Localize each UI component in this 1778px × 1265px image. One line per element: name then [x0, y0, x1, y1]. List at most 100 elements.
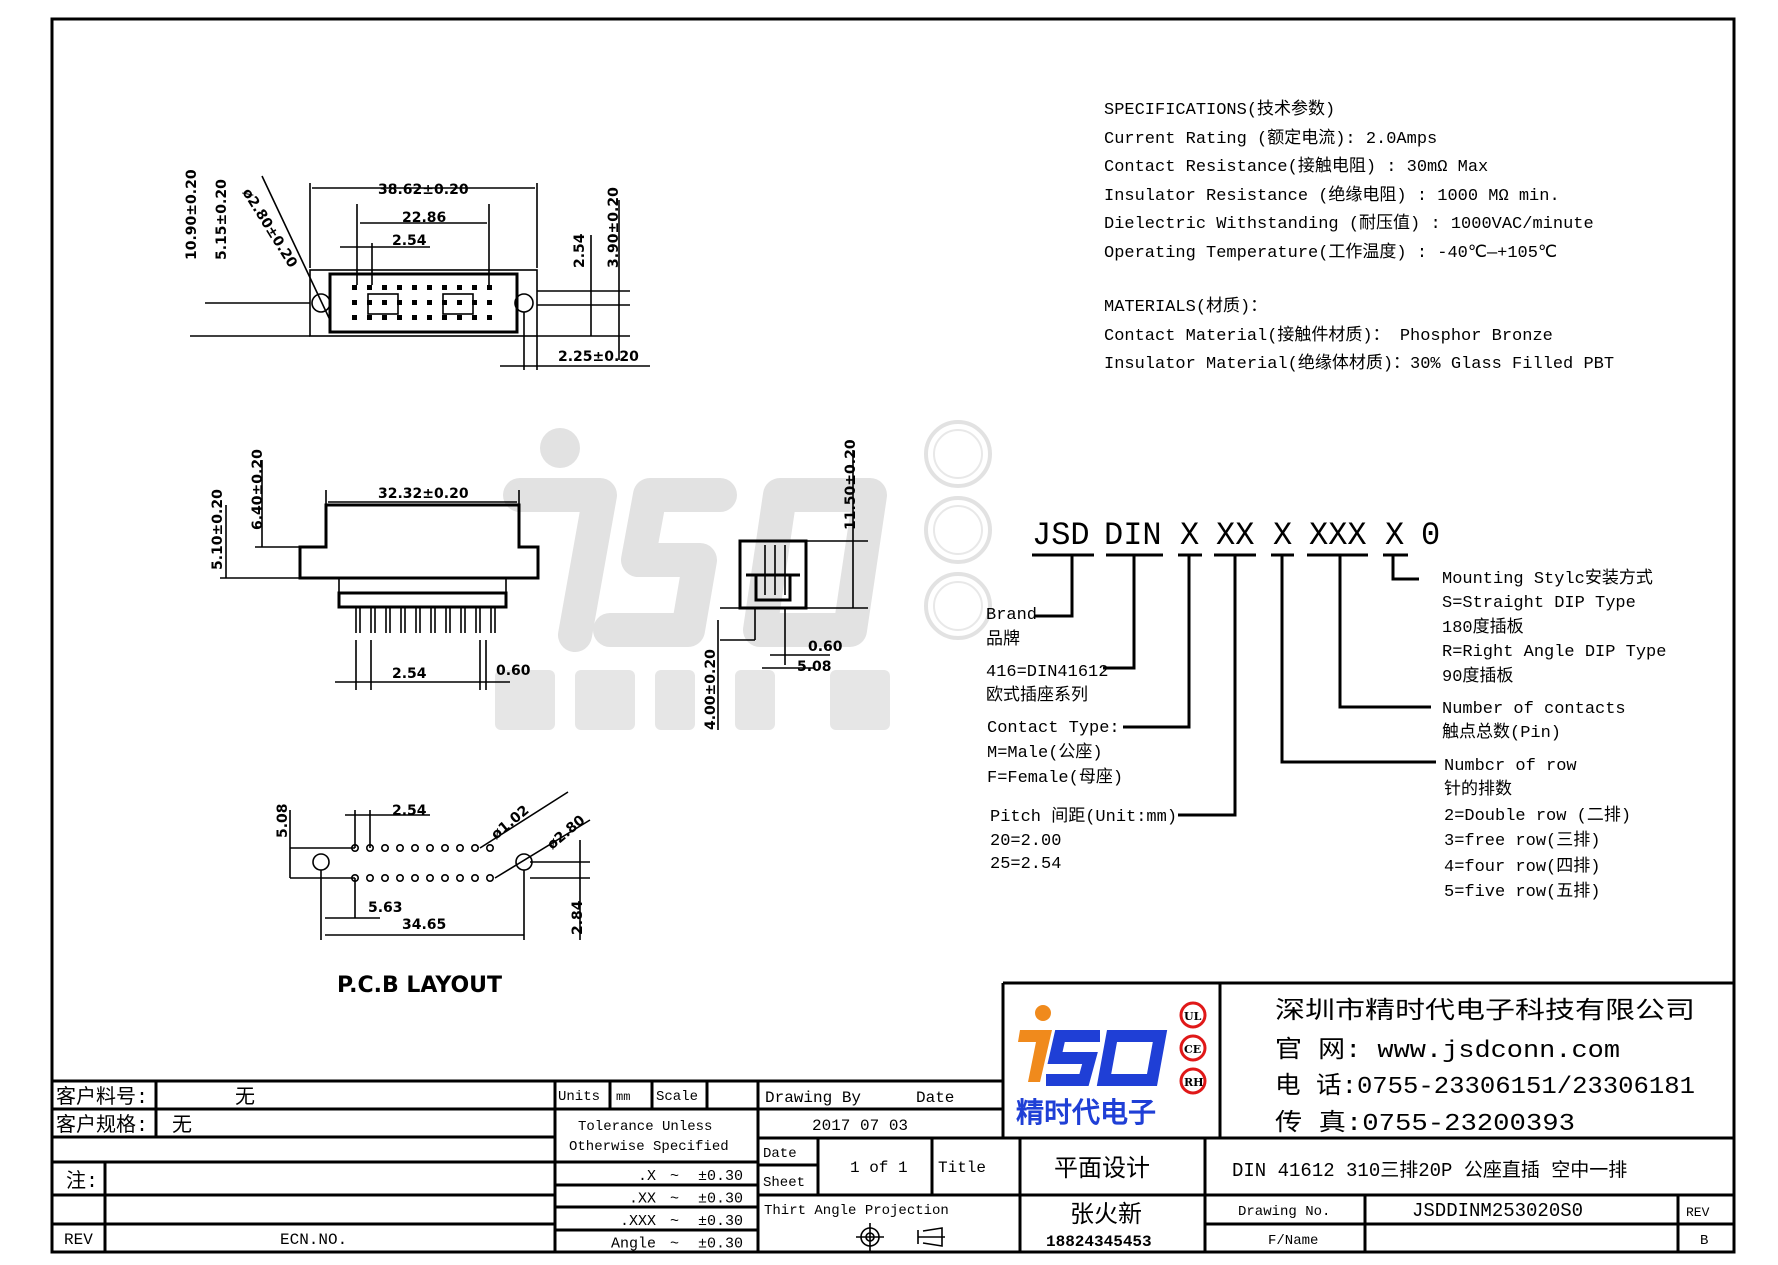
- pin-pad: [472, 300, 477, 305]
- dim-label: 3.90±0.20: [606, 187, 622, 268]
- dim-label: 2.84: [570, 900, 586, 935]
- dim-label: 5.63: [368, 900, 403, 916]
- pcb-layout-title: P.C.B LAYOUT: [337, 973, 502, 998]
- pn-seg: XXX: [1309, 517, 1367, 554]
- dim-label: 10.90±0.20: [184, 169, 200, 260]
- pn-seg: 0: [1421, 517, 1440, 554]
- legend-text: Contact Type:: [987, 719, 1120, 738]
- dim-label: 32.32±0.20: [378, 486, 469, 502]
- pin: [490, 608, 496, 633]
- watermark: [495, 420, 992, 730]
- designer-phone: 18824345453: [1046, 1233, 1152, 1251]
- pn-seg: XX: [1216, 517, 1254, 554]
- product-title: DIN 41612 310三排20P 公座直插 空中一排: [1232, 1159, 1627, 1182]
- pin: [370, 608, 376, 633]
- legend-text: 触点总数(Pin): [1442, 722, 1561, 743]
- watermark-dot: [540, 428, 580, 468]
- pin-pad: [397, 285, 402, 290]
- company-name: 深圳市精时代电子科技有限公司: [1275, 997, 1695, 1026]
- spec-line: Contact Resistance(接触电阻) : 30mΩ Max: [1104, 156, 1488, 177]
- drawing-no-label: Drawing No.: [1238, 1204, 1330, 1220]
- pin: [355, 608, 361, 633]
- customer-part-label: 客户料号:: [56, 1085, 148, 1110]
- units-label: Units: [558, 1089, 600, 1105]
- tolerance-s: ~: [670, 1213, 679, 1230]
- part-number-legend: JSD DIN X XX X XXX X 0 Brand 品牌 416=DIN4…: [986, 517, 1666, 902]
- pin-pad: [352, 300, 357, 305]
- title-label: Title: [938, 1159, 986, 1177]
- pcb-hole: [410, 843, 419, 852]
- pin: [475, 608, 481, 633]
- projection-symbol-icon: [856, 1223, 945, 1251]
- pin-pad: [352, 285, 357, 290]
- watermark-cert-ring: [933, 581, 983, 631]
- pn-seg: X: [1180, 517, 1199, 554]
- pin-pad: [457, 285, 462, 290]
- date-value: 2017 07 03: [812, 1117, 908, 1135]
- legend-text: Pitch 间距(Unit:mm): [990, 806, 1177, 827]
- legend-text: Mounting Stylc安装方式: [1442, 568, 1653, 589]
- dim-label: 4.00±0.20: [703, 649, 719, 730]
- legend-text: 90度插板: [1442, 666, 1513, 687]
- legend-text: 欧式插座系列: [986, 685, 1088, 706]
- cert-rh-icon: [1179, 1067, 1207, 1095]
- dim-label: 5.08: [275, 803, 291, 838]
- legend-text: 3=free row(三排): [1444, 830, 1600, 851]
- specs-title: SPECIFICATIONS(技术参数): [1104, 99, 1335, 120]
- pin-pad: [367, 300, 372, 305]
- legend-text: M=Male(公座): [987, 742, 1103, 763]
- customer-spec-label: 客户规格:: [56, 1113, 148, 1138]
- pin: [460, 608, 466, 633]
- tolerance-v: ±0.30: [698, 1236, 743, 1253]
- ecn-label: ECN.NO.: [280, 1231, 347, 1249]
- tolerance-k: .X: [638, 1168, 656, 1185]
- dim-label: 6.40±0.20: [250, 449, 266, 530]
- pin-pad: [427, 300, 432, 305]
- pin-pad: [487, 315, 492, 320]
- watermark-name-graphic: [495, 670, 890, 730]
- material-line: Contact Material(接触件材质)： Phosphor Bronze: [1104, 325, 1553, 346]
- scale-label: Scale: [656, 1089, 698, 1105]
- legend-text: F=Female(母座): [987, 767, 1123, 788]
- watermark-cert-rh-icon: [924, 572, 992, 640]
- designer-name: 张火新: [1070, 1201, 1142, 1230]
- pcb-hole: [410, 873, 419, 882]
- logo-name: 精时代电子: [1016, 1096, 1156, 1129]
- watermark-cert-ring: [933, 429, 983, 479]
- pcb-hole: [380, 843, 389, 852]
- legend-text: 针的排数: [1444, 779, 1512, 800]
- tolerance-s: ~: [670, 1236, 679, 1253]
- material-line: Insulator Material(绝缘体材质)：30% Glass Fill…: [1104, 353, 1614, 374]
- pin: [400, 608, 406, 633]
- legend-text: 5=five row(五排): [1444, 881, 1600, 902]
- dim-label: 2.54: [392, 233, 427, 249]
- pcb-hole: [440, 873, 449, 882]
- tolerance-s: ~: [670, 1191, 679, 1208]
- pin-pad: [412, 315, 417, 320]
- fname-label: F/Name: [1268, 1233, 1318, 1249]
- pin-pad: [442, 315, 447, 320]
- dim-label: 38.62±0.20: [378, 182, 469, 198]
- pin-pad: [442, 300, 447, 305]
- legend-text: 4=four row(四排): [1444, 856, 1600, 877]
- cert-label: RH: [1184, 1076, 1204, 1089]
- dim-label: ø2.80±0.20: [239, 186, 301, 271]
- pn-seg: DIN: [1104, 517, 1162, 554]
- tolerance-v: ±0.30: [698, 1213, 743, 1230]
- pin-pad: [382, 285, 387, 290]
- pcb-hole: [485, 873, 494, 882]
- sheet-label: Sheet: [763, 1175, 805, 1191]
- legend-text: Brand: [986, 606, 1037, 625]
- pcb-layout: 2.54 ø1.02 ø2.80 5.08 5.63 34.65 2.84 P.…: [275, 791, 591, 998]
- dim-label: 0.60: [808, 639, 843, 655]
- rev-value: B: [1700, 1233, 1708, 1249]
- tolerance-text: Otherwise Specified: [569, 1139, 729, 1155]
- units-value: mm: [616, 1090, 630, 1104]
- company-phone: 电 话:0755-23306151/23306181: [1275, 1072, 1695, 1101]
- tolerance-v: ±0.30: [698, 1168, 743, 1185]
- spec-line: Insulator Resistance (绝缘电阻) : 1000 MΩ mi…: [1104, 185, 1560, 206]
- top-view: 38.62±0.20 22.86 2.54 10.90±0.20 5.15±0.…: [184, 169, 650, 370]
- pcb-hole: [380, 873, 389, 882]
- dim-label: 2.54: [572, 233, 588, 268]
